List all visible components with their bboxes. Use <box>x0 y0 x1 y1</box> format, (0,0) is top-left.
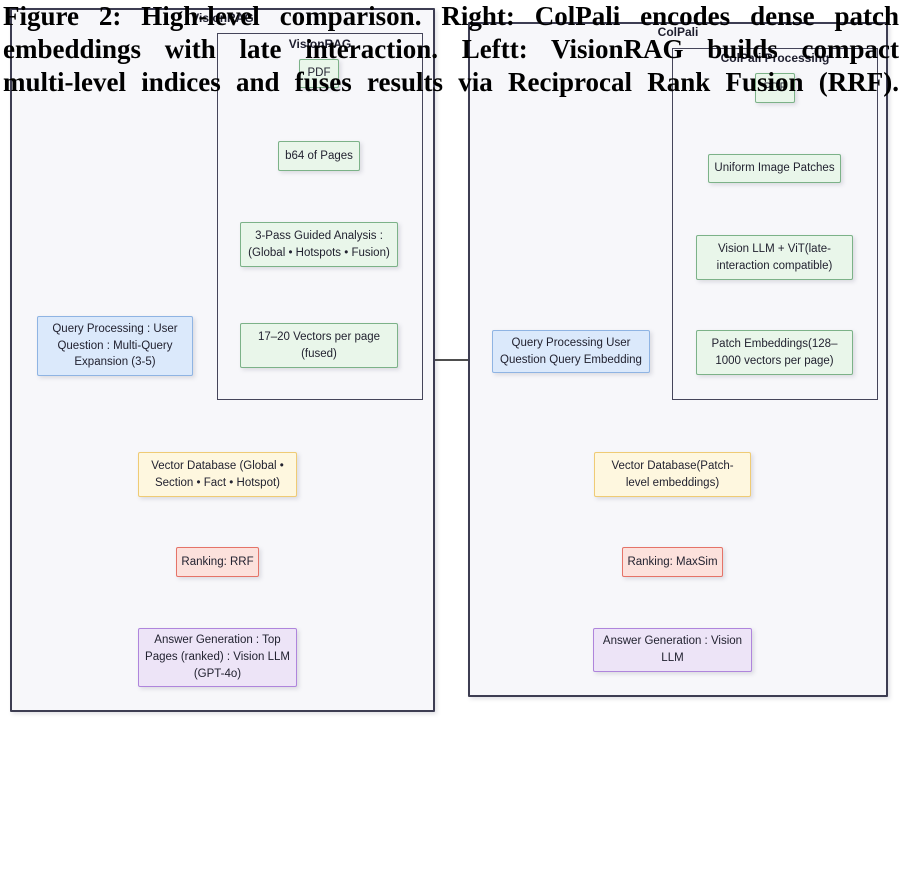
node-ranking-maxsim: Ranking: MaxSim <box>622 547 723 577</box>
node-vector-database-left: Vector Database (Global • Section • Fact… <box>138 452 297 497</box>
node-b64-of-pages: b64 of Pages <box>278 141 360 171</box>
node-vectors-per-page: 17–20 Vectors per page (fused) <box>240 323 398 368</box>
node-vector-database-right: Vector Database(Patch- level embeddings) <box>594 452 751 497</box>
node-pdf-right: PDF <box>755 73 795 103</box>
node-answer-generation-left: Answer Generation : Top Pages (ranked) :… <box>138 628 297 687</box>
visionrag-inner-title: VisionRAG <box>288 37 352 51</box>
node-uniform-image-patches: Uniform Image Patches <box>708 154 841 183</box>
visionrag-inner-box <box>217 33 423 400</box>
visionrag-panel-title: VisionRAG <box>191 11 254 25</box>
colpali-processing-box <box>672 48 878 400</box>
node-patch-embeddings: Patch Embeddings(128– 1000 vectors per p… <box>696 330 853 375</box>
node-query-processing-left: Query Processing : User Question : Multi… <box>37 316 193 376</box>
node-vision-llm-vit: Vision LLM + ViT(late- interaction compa… <box>696 235 853 280</box>
colpali-processing-title: ColPali Processing <box>720 51 830 65</box>
node-ranking-rrf: Ranking: RRF <box>176 547 259 577</box>
figure-caption: Figure 2: High-level comparison. Right: … <box>3 1 899 97</box>
node-pdf-left: PDF <box>299 59 339 88</box>
node-answer-generation-right: Answer Generation : Vision LLM <box>593 628 752 672</box>
colpali-panel-title: ColPali <box>657 25 699 39</box>
node-3pass-guided-analysis: 3-Pass Guided Analysis : (Global • Hotsp… <box>240 222 398 267</box>
node-query-processing-right: Query Processing User Question Query Emb… <box>492 330 650 373</box>
